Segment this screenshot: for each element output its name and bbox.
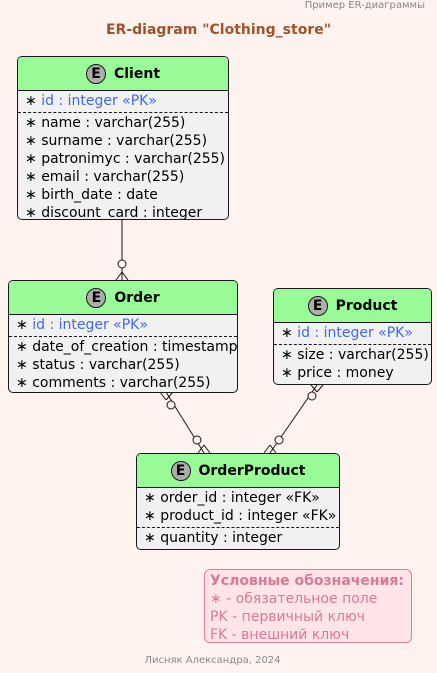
pk-section: ∗ id : integer «PK» [9,315,237,336]
field-row: ∗ date_of_creation : timestamp [16,339,238,355]
entity-product[interactable]: E Product ∗ id : integer «PK» ∗ size : v… [273,288,432,385]
entity-header: E OrderProduct [137,454,339,488]
field-row: ∗ status : varchar(255) [16,357,180,373]
legend-line: PK - первичный ключ [210,609,366,625]
entity-name: Order [114,289,160,306]
entity-icon: E [86,287,107,308]
diagram-title: ER-diagram "Clothing_store" [105,22,332,38]
legend-line: ∗ - обязательное поле [210,591,378,607]
diagram-footer: Лисняк Александра, 2024 [144,655,281,666]
legend-line: FK - внешний ключ [210,627,350,643]
entity-orderproduct[interactable]: E OrderProduct ∗ order_id : integer «FK»… [136,453,340,550]
entity-icon: E [85,63,106,84]
field-row: ∗ id : integer «PK» [16,317,148,333]
field-row: ∗ name : varchar(255) [25,115,186,131]
relation-product-orderproduct [263,384,324,454]
pk-section: ∗ id : integer «PK» [18,91,228,112]
entity-name: OrderProduct [198,462,306,479]
legend-title: Условные обозначения: [210,573,404,589]
relation-order-orderproduct [159,391,211,454]
field-row: ∗ comments : varchar(255) [16,375,211,391]
entity-header: E Order [9,281,237,315]
field-row: ∗ patronimyc : varchar(255) [25,151,226,167]
entity-header: E Client [18,57,228,91]
pk-section: ∗ id : integer «PK» [274,323,431,344]
fk-section: ∗ order_id : integer «FK» ∗ product_id :… [137,488,339,527]
field-row: ∗ id : integer «PK» [25,93,157,109]
field-row: ∗ surname : varchar(255) [25,133,208,149]
field-row: ∗ discount_card : integer [25,205,203,220]
field-section: ∗ quantity : integer [137,527,339,549]
field-row: ∗ id : integer «PK» [281,325,413,341]
field-row: ∗ size : varchar(255) [281,347,429,363]
field-row: ∗ product_id : integer «FK» [144,508,337,524]
diagram-header: Пример ER-диаграммы [304,0,425,11]
field-row: ∗ birth_date : date [25,187,158,203]
entity-name: Product [335,297,398,314]
field-section: ∗ name : varchar(255) ∗ surname : varcha… [18,112,228,220]
field-row: ∗ email : varchar(255) [25,169,185,185]
field-row: ∗ price : money [281,365,394,381]
entity-header: E Product [274,289,431,323]
entity-icon: E [170,460,191,481]
entity-client[interactable]: E Client ∗ id : integer «PK» ∗ name : va… [17,56,229,220]
entity-order[interactable]: E Order ∗ id : integer «PK» ∗ date_of_cr… [8,280,238,393]
field-row: ∗ quantity : integer [144,530,283,546]
legend-note: Условные обозначения: ∗ - обязательное п… [204,569,412,643]
entity-icon: E [307,295,328,316]
field-section: ∗ size : varchar(255) ∗ price : money [274,344,431,384]
entity-name: Client [113,65,161,82]
field-row: ∗ order_id : integer «FK» [144,490,320,506]
field-section: ∗ date_of_creation : timestamp ∗ status … [9,336,238,392]
relation-client-order [115,219,129,281]
